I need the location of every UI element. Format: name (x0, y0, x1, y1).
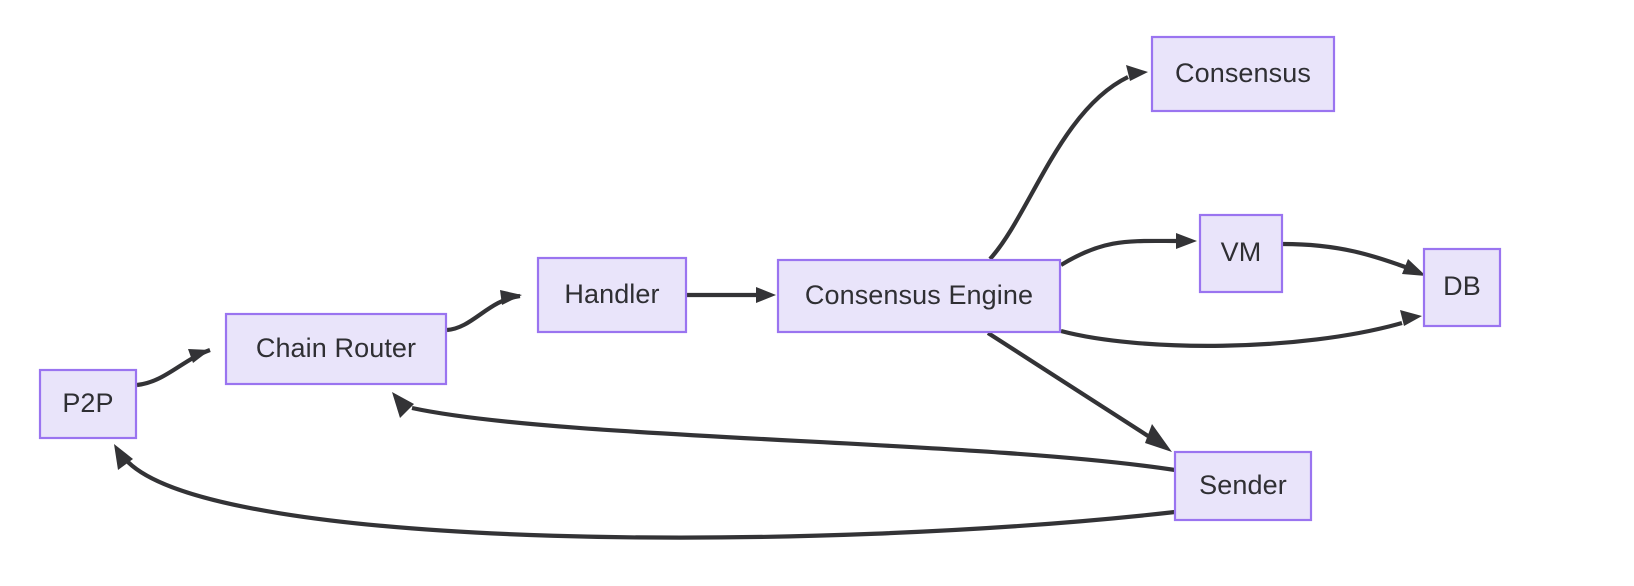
arrow-head-chain-router-in-feedback (392, 392, 414, 418)
node-handler-rect[interactable] (536, 256, 688, 334)
edge-handler-to-consensus-engine (687, 287, 776, 303)
node-db[interactable]: DB (1422, 247, 1502, 328)
arrow-head-vm-in (1176, 233, 1197, 249)
arrow-head-handler-in (500, 290, 522, 305)
arrow-head-db-in-bottom (1400, 310, 1422, 326)
arrow-head-chain-router-in (188, 349, 210, 363)
node-p2p-label: P2P (62, 388, 113, 418)
arrow-head-p2p-in (114, 444, 133, 470)
node-db-label: DB (1443, 271, 1481, 301)
arrow-head-db-in-top (1402, 259, 1426, 276)
arrow-head-consensus-in (1126, 65, 1148, 81)
node-chain-router-label: Chain Router (256, 333, 416, 363)
edge-path-engine-vm (1059, 238, 1179, 267)
edge-consensus-engine-to-vm (1059, 233, 1197, 267)
node-chain-router[interactable]: Chain Router (224, 312, 448, 386)
node-p2p-rect[interactable] (38, 368, 138, 440)
node-vm-rect[interactable] (1198, 213, 1284, 294)
node-consensus-engine-label: Consensus Engine (805, 280, 1033, 310)
arrow-head-sender-in (1145, 424, 1172, 452)
edge-p2p-to-chain-router (136, 348, 211, 388)
node-consensus-label: Consensus (1175, 58, 1311, 88)
edge-sender-to-p2p (114, 444, 1176, 540)
edge-path-engine-sender (986, 331, 1150, 438)
node-sender[interactable]: Sender (1173, 450, 1313, 522)
node-layer: P2P Chain Router Handler Consensus Engin… (38, 35, 1502, 522)
node-vm-label: VM (1221, 237, 1262, 267)
edge-layer (114, 65, 1426, 540)
node-vm[interactable]: VM (1198, 213, 1284, 294)
arrow-head-consensus-engine-in (756, 287, 776, 303)
edge-chain-router-to-handler (446, 290, 522, 333)
node-sender-rect[interactable] (1173, 450, 1313, 522)
node-consensus-rect[interactable] (1150, 35, 1336, 113)
edge-path-engine-db (1060, 320, 1403, 348)
edge-consensus-engine-to-db (1060, 310, 1422, 348)
edge-path-engine-consensus (988, 75, 1129, 261)
node-p2p[interactable]: P2P (38, 368, 138, 440)
node-chain-router-rect[interactable] (224, 312, 448, 386)
edge-sender-to-chain-router (392, 392, 1176, 473)
node-handler[interactable]: Handler (536, 256, 688, 334)
edge-consensus-engine-to-sender (986, 331, 1172, 452)
edge-path-sender-p2p (126, 460, 1176, 540)
edge-vm-to-db (1282, 241, 1426, 276)
node-handler-label: Handler (564, 279, 659, 309)
node-sender-label: Sender (1199, 470, 1287, 500)
node-consensus-engine[interactable]: Consensus Engine (776, 258, 1062, 334)
node-consensus-engine-rect[interactable] (776, 258, 1062, 334)
node-consensus[interactable]: Consensus (1150, 35, 1336, 113)
edge-consensus-engine-to-consensus (988, 65, 1148, 261)
edge-path-sender-chain-router (411, 405, 1176, 473)
node-db-rect[interactable] (1422, 247, 1502, 328)
edge-path-vm-db (1282, 241, 1409, 270)
